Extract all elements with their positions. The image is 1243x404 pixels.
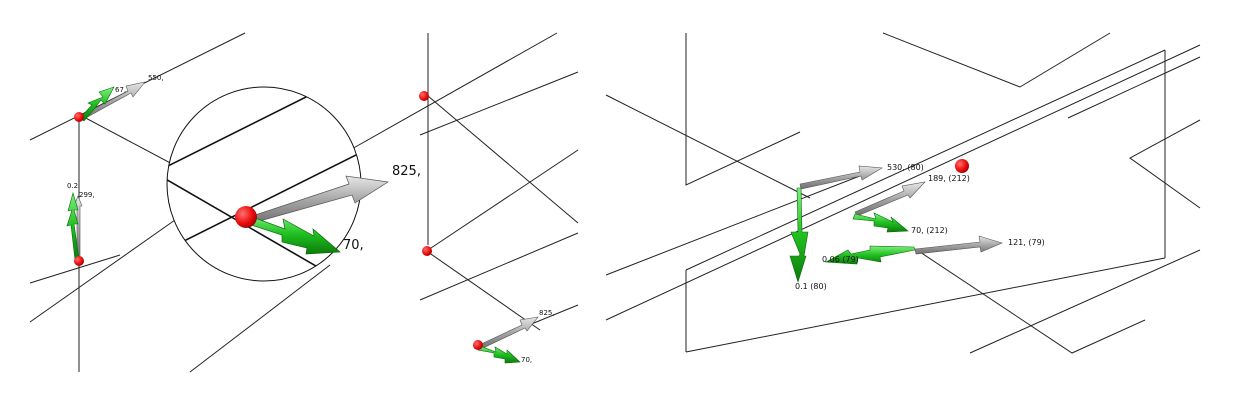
hinge-c-group: 121, (79) 0.06 (79) bbox=[822, 235, 1045, 265]
left-view: 825, 70, 550, 67, 0.2 299, 825, bbox=[29, 32, 579, 373]
bottom-force-arrow bbox=[478, 316, 539, 350]
moment-b-arrow bbox=[852, 212, 909, 233]
force-c-arrow bbox=[914, 235, 1003, 255]
hinge-a-group: 530, (80) 0.1 (80) bbox=[789, 163, 924, 291]
magnifier-lens: 825, 70, bbox=[166, 86, 421, 282]
magnifier-moment-label: 70, bbox=[343, 238, 364, 253]
side-force-label: 299, bbox=[79, 191, 95, 199]
hinge-b-group: 189, (212) 70, (212) bbox=[852, 174, 970, 235]
moment-a-label: 0.1 (80) bbox=[795, 282, 827, 291]
side-moment-arrow bbox=[66, 191, 80, 261]
moment-c-label: 0.06 (79) bbox=[822, 255, 859, 264]
top-moment-label: 67, bbox=[115, 86, 126, 94]
top-force-label: 550, bbox=[148, 74, 164, 82]
bottom-node-group: 825, 70, bbox=[473, 309, 555, 364]
side-moment-label: 0.2 bbox=[67, 182, 78, 190]
middle-right-node-icon bbox=[422, 246, 432, 256]
side-node-icon bbox=[74, 256, 84, 266]
top-moment-arrow bbox=[79, 86, 115, 122]
force-a-arrow bbox=[799, 165, 883, 190]
moment-c-arrow bbox=[824, 245, 916, 265]
bottom-moment-arrow bbox=[477, 345, 521, 364]
bottom-node-icon bbox=[473, 340, 483, 350]
right-node-icon bbox=[955, 159, 969, 173]
moment-b-label: 70, (212) bbox=[911, 226, 948, 235]
moment-a-arrow bbox=[789, 187, 809, 284]
top-node-icon bbox=[74, 112, 84, 122]
magnifier-force-label: 825, bbox=[392, 164, 421, 179]
upper-right-node-icon bbox=[419, 91, 429, 101]
right-view: 530, (80) 0.1 (80) 189, (212) 70, (212) … bbox=[605, 32, 1201, 354]
top-force-arrow bbox=[79, 81, 146, 121]
force-a-label: 530, (80) bbox=[887, 163, 924, 172]
force-c-label: 121, (79) bbox=[1008, 238, 1045, 247]
bottom-moment-label: 70, bbox=[521, 356, 532, 364]
bottom-force-label: 825, bbox=[539, 309, 555, 317]
magnifier-node-icon bbox=[235, 206, 257, 228]
magnifier-force-arrow bbox=[245, 175, 389, 225]
magnifier-moment-arrow bbox=[241, 213, 341, 255]
side-node-group: 0.2 299, bbox=[66, 182, 95, 266]
right-wireframe bbox=[605, 32, 1201, 354]
force-b-arrow bbox=[854, 181, 926, 217]
force-b-label: 189, (212) bbox=[928, 174, 970, 183]
top-node-group: 550, 67, bbox=[74, 74, 164, 122]
